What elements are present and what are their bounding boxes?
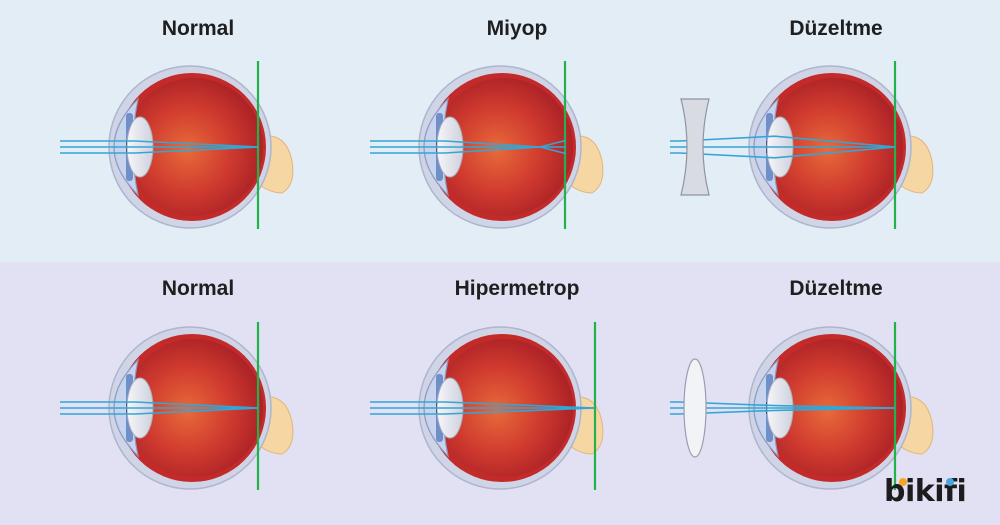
light-ray <box>370 139 567 154</box>
light-ray <box>370 140 567 155</box>
light-ray <box>670 135 896 148</box>
convex-lens <box>683 358 707 458</box>
light-ray <box>370 407 596 415</box>
light-ray <box>60 146 259 154</box>
logo-dot-orange <box>899 478 907 486</box>
light-ray <box>370 401 596 409</box>
light-ray <box>60 401 259 409</box>
panel-label-correction-top: Düzeltme <box>789 17 883 40</box>
eye-hyperopia-1-1 <box>370 322 604 490</box>
eye-myopia-corrected-0-2 <box>670 61 934 229</box>
eye-normal-1-0 <box>60 322 294 490</box>
panel-label-normal-bottom: Normal <box>161 277 235 300</box>
light-ray <box>60 407 259 415</box>
brand-logo: bikifi <box>884 474 967 509</box>
brand-logo-text: bikifi <box>884 474 967 509</box>
panel-label-hyperopia: Hipermetrop <box>454 277 580 300</box>
concave-lens <box>680 98 710 196</box>
light-ray <box>670 407 896 415</box>
light-ray <box>670 401 896 409</box>
eye-hyperopia-corrected-1-2 <box>670 322 934 490</box>
panel-label-normal-top: Normal <box>161 17 235 40</box>
eye-normal-0-0 <box>60 61 294 229</box>
eye-myopia-0-1 <box>370 61 604 229</box>
light-ray <box>670 146 896 159</box>
light-ray <box>60 140 259 148</box>
panel-label-myopia: Miyop <box>486 17 548 40</box>
panel-label-correction-bottom: Düzeltme <box>789 277 883 300</box>
logo-dot-blue <box>946 478 954 486</box>
